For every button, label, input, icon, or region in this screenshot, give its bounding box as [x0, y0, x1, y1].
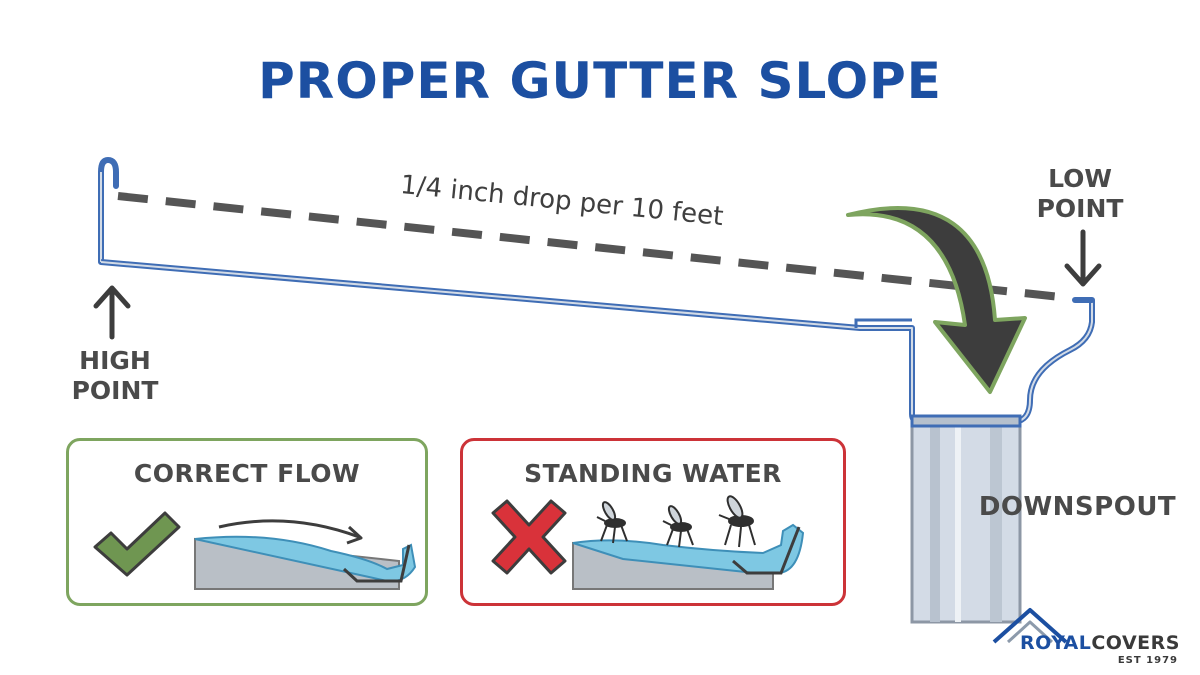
- slope-dashed-line: [117, 192, 1071, 302]
- high-point-label: HIGH POINT: [71, 346, 159, 405]
- mosquito-icon: [718, 495, 756, 548]
- logo-wordmark: ROYALCOVERS: [1020, 632, 1180, 654]
- logo-tagline: EST 1979: [1117, 655, 1178, 666]
- correct-flow-title: CORRECT FLOW: [133, 459, 361, 488]
- brand-logo: ROYALCOVERS EST 1979: [990, 604, 1190, 666]
- downspout: [910, 414, 1022, 624]
- downspout-label: DOWNSPOUT: [978, 492, 1177, 522]
- standing-water-title: STANDING WATER: [524, 459, 782, 488]
- correct-flow-illustration: [93, 511, 417, 590]
- logo-royal: ROYAL: [1020, 632, 1092, 654]
- flow-arrow: [846, 206, 1027, 394]
- standing-water-illustration: [491, 495, 805, 590]
- low-point-label: LOW POINT: [1036, 164, 1124, 223]
- mosquito-icon: [596, 501, 628, 544]
- check-icon: [93, 511, 181, 577]
- high-point-arrow-icon: [93, 285, 131, 340]
- logo-covers: COVERS: [1091, 632, 1180, 654]
- correct-flow-panel: CORRECT FLOW: [66, 438, 428, 606]
- low-point-arrow-icon: [1064, 229, 1102, 287]
- page-title: PROPER GUTTER SLOPE: [258, 52, 942, 110]
- mosquito-icon: [662, 505, 694, 548]
- standing-water-panel: STANDING WATER: [460, 438, 846, 606]
- x-icon: [491, 499, 567, 575]
- roof-icon: [992, 608, 1068, 644]
